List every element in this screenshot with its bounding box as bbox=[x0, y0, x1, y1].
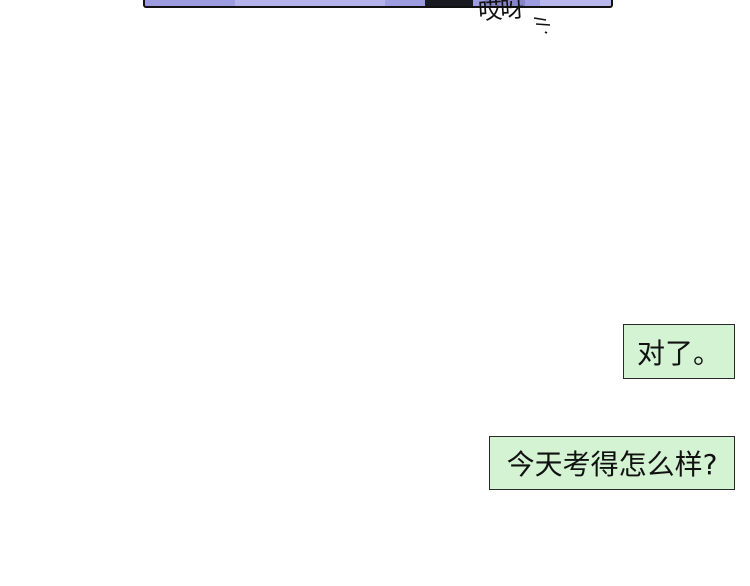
panel-shade-mid bbox=[485, 0, 525, 6]
speech-bubble-dui-le: 对了。 bbox=[623, 324, 735, 379]
panel-shade-dark-figure bbox=[425, 0, 473, 6]
sound-effect-text: 哎呀 bbox=[477, 0, 524, 26]
comic-panel-bottom-edge bbox=[143, 0, 613, 8]
speech-bubble-text: 今天考得怎么样? bbox=[506, 448, 718, 481]
panel-shade-light-right bbox=[540, 0, 611, 6]
speech-bubble-text: 对了。 bbox=[636, 336, 721, 370]
sound-effect-dashes bbox=[533, 17, 551, 34]
panel-shade-light bbox=[235, 0, 385, 6]
speech-bubble-exam-question: 今天考得怎么样? bbox=[489, 436, 735, 490]
